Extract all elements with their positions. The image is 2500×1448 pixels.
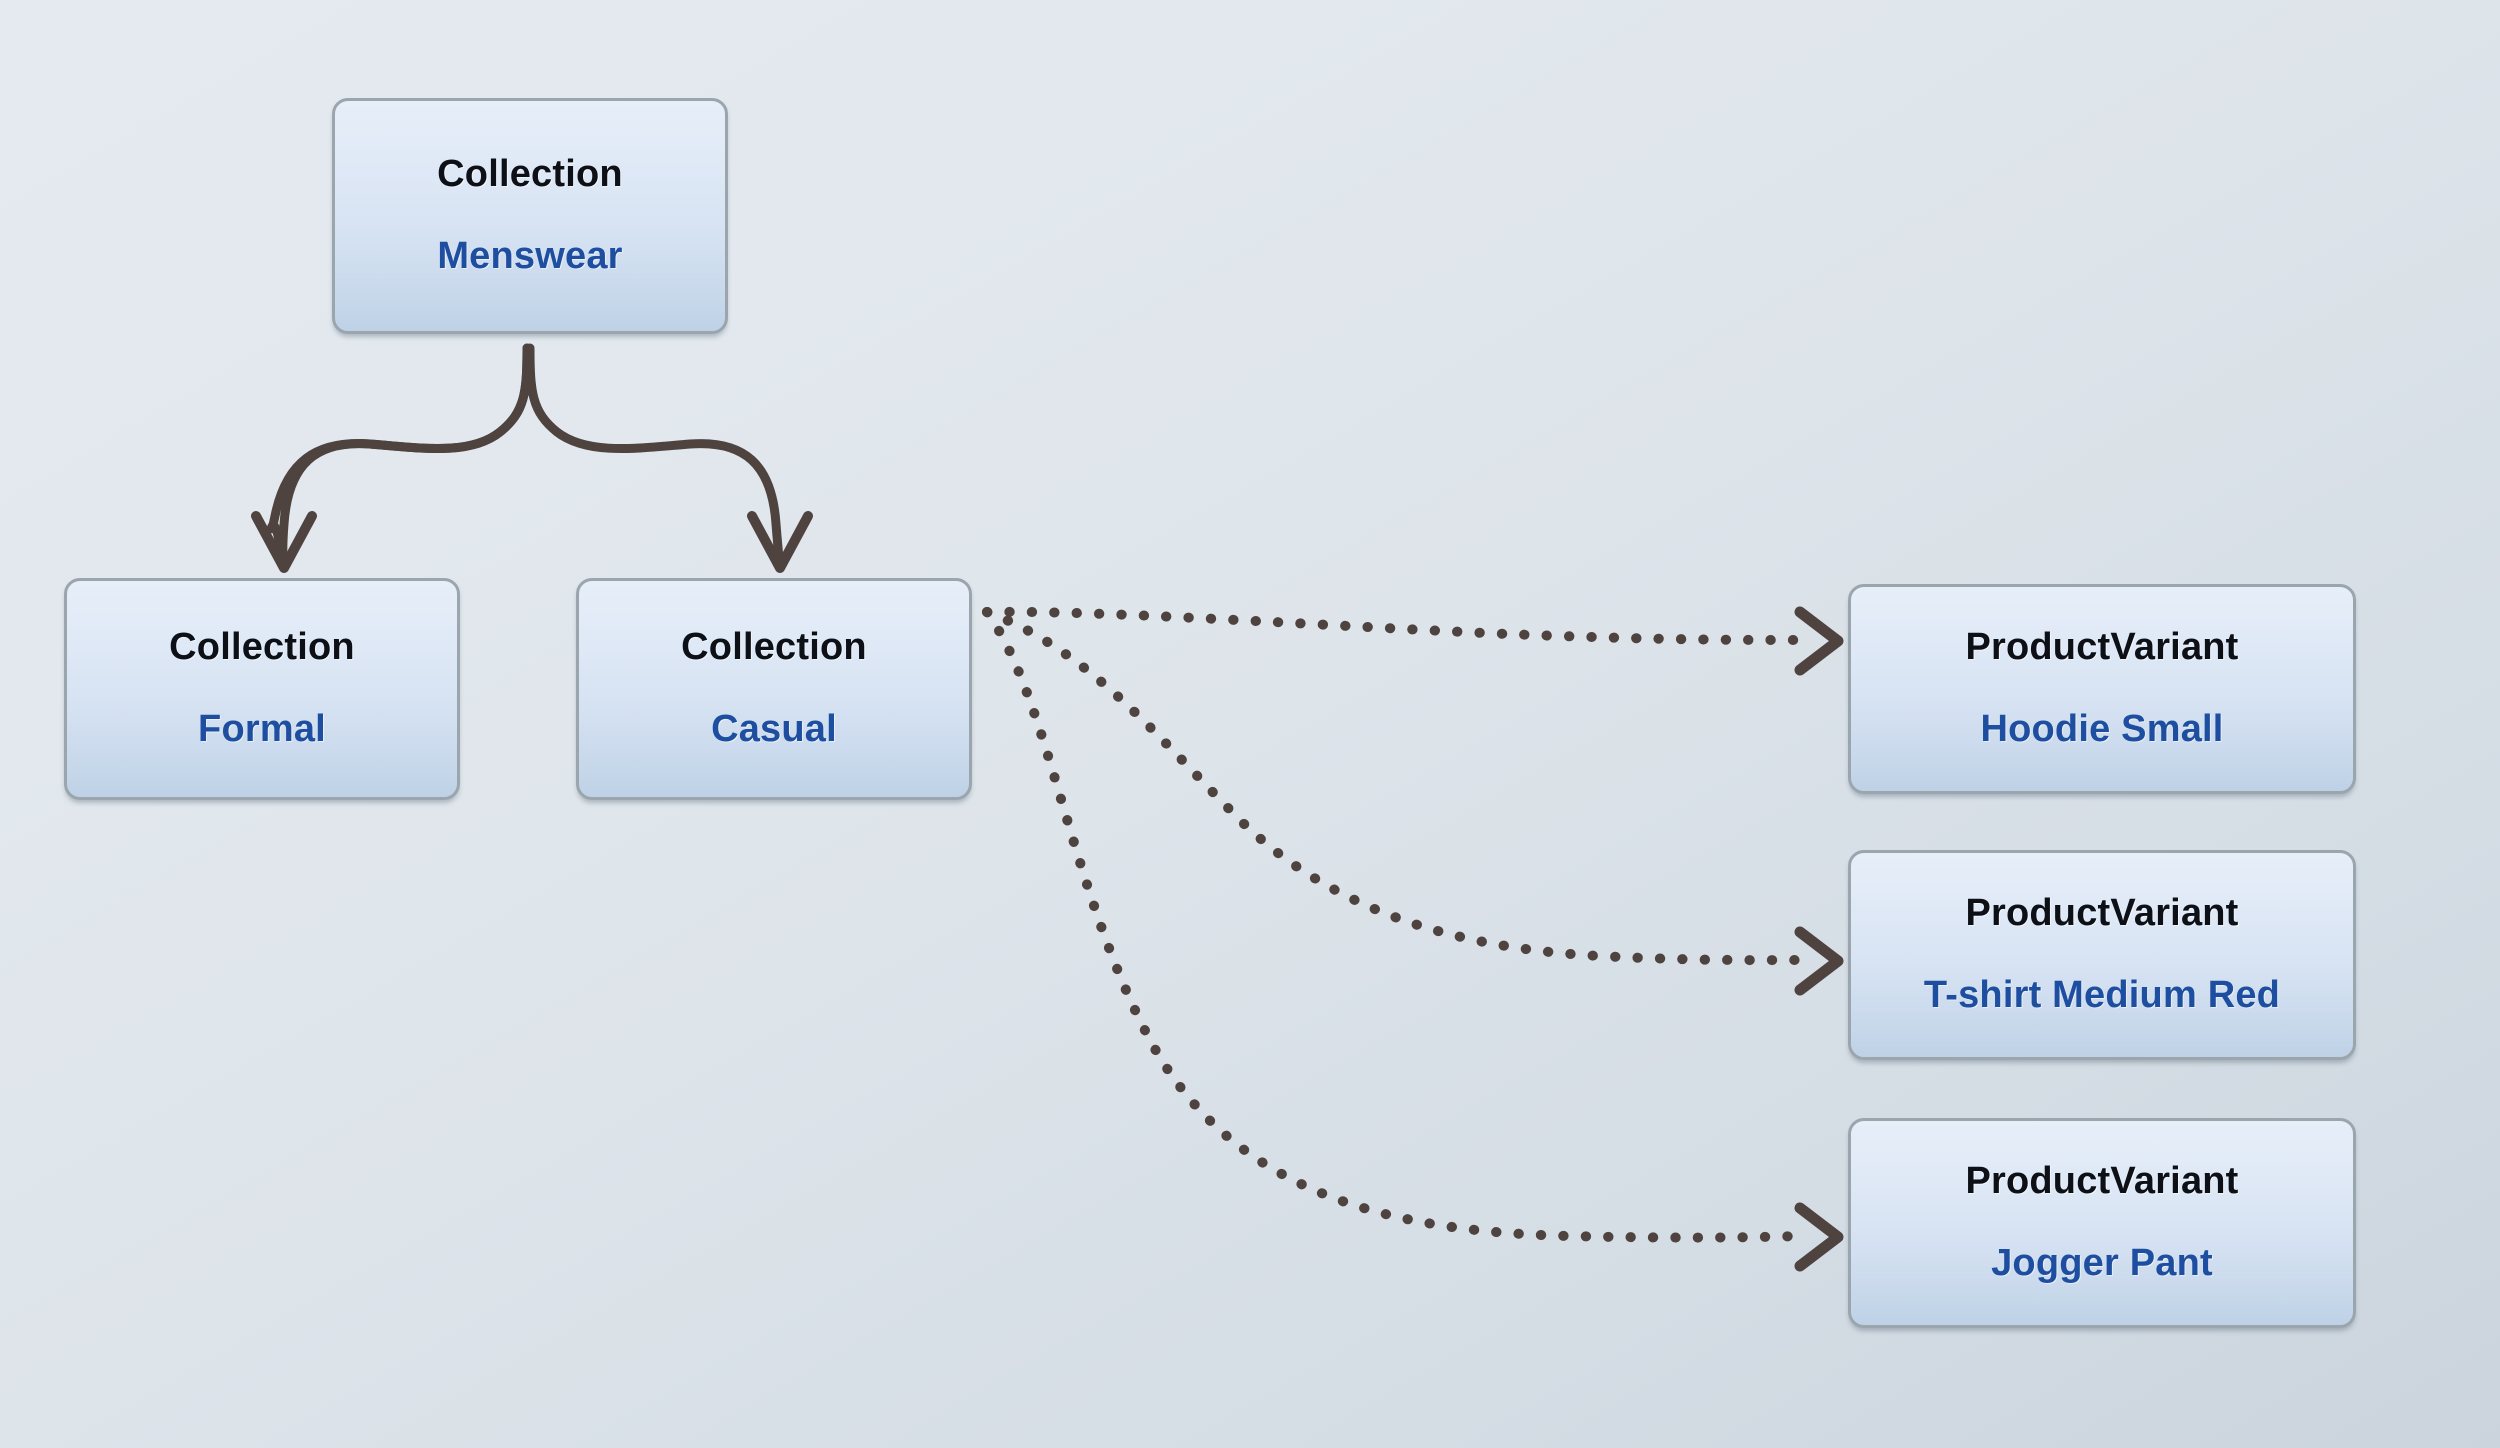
arrowhead-chevron — [1794, 926, 1844, 996]
node-name-label: T-shirt Medium Red — [1923, 974, 2281, 1016]
node-productvariant-tshirt-medium-red[interactable]: ProductVariant T-shirt Medium Red — [1848, 850, 2356, 1060]
arrowhead-chevron — [1794, 606, 1844, 676]
node-type-label: ProductVariant — [1965, 626, 2239, 669]
node-collection-menswear[interactable]: Collection Menswear — [332, 98, 728, 334]
arrowhead-chevron — [251, 511, 317, 573]
node-name-label: Casual — [711, 708, 837, 750]
node-type-label: Collection — [437, 153, 623, 196]
node-name-label: Jogger Pant — [1991, 1242, 2213, 1284]
node-collection-casual[interactable]: Collection Casual — [576, 578, 972, 800]
node-type-label: ProductVariant — [1965, 892, 2239, 935]
node-name-label: Menswear — [437, 235, 623, 277]
node-productvariant-jogger-pant[interactable]: ProductVariant Jogger Pant — [1848, 1118, 2356, 1328]
edge-menswear-to-casual — [525, 343, 813, 573]
node-type-label: Collection — [681, 626, 867, 669]
node-name-label: Hoodie Small — [1980, 708, 2224, 750]
edge-menswear-to-formal — [251, 343, 532, 573]
node-collection-formal[interactable]: Collection Formal — [64, 578, 460, 800]
node-name-label: Formal — [198, 708, 326, 750]
arrowhead-chevron — [1794, 1202, 1844, 1272]
node-type-label: ProductVariant — [1965, 1160, 2239, 1203]
arrowhead-chevron — [747, 511, 813, 573]
node-productvariant-hoodie-small[interactable]: ProductVariant Hoodie Small — [1848, 584, 2356, 794]
edge-casual-to-hoodie-small — [982, 606, 1844, 676]
edge-casual-to-jogger-pant — [982, 607, 1844, 1272]
edge-casual-to-tshirt-medium-red — [982, 607, 1844, 996]
node-type-label: Collection — [169, 626, 355, 669]
